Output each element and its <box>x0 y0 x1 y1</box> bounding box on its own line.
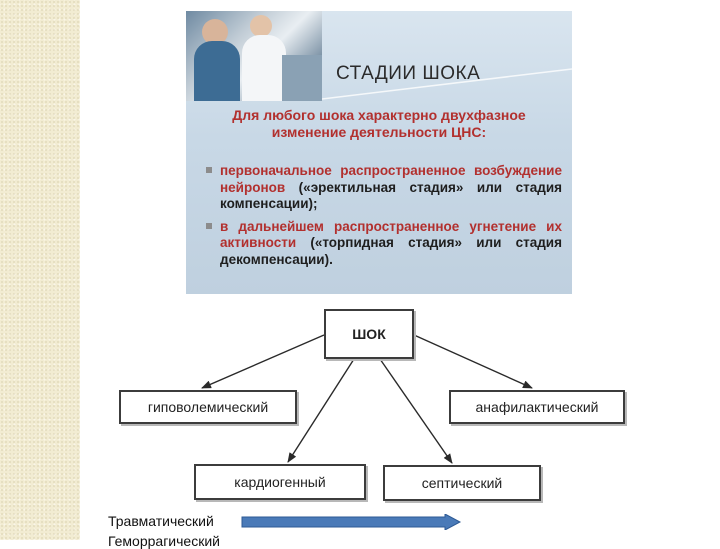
blue-arrow-icon <box>241 514 462 530</box>
slide-image: СТАДИИ ШОКА Для любого шока характерно д… <box>186 11 572 294</box>
bullet-square-icon <box>206 222 212 229</box>
decorative-line <box>322 68 572 100</box>
node-cardiogenic: кардиогенный <box>194 464 366 500</box>
edge-to-anaphylactic <box>413 334 533 389</box>
edge-to-hypovolemic <box>201 334 325 389</box>
node-hypovolemic: гиповолемический <box>119 390 297 424</box>
caption-traumatic: Травматический <box>108 513 214 529</box>
slide-intro: Для любого шока характерно двухфазное из… <box>232 107 526 140</box>
decorative-side-strip <box>0 0 80 540</box>
slide-title: СТАДИИ ШОКА <box>336 63 481 84</box>
edge-to-cardiogenic <box>287 358 355 463</box>
node-septic: септический <box>383 465 541 501</box>
edge-to-septic <box>379 358 453 464</box>
caption-hemorrhagic: Геморрагический <box>108 533 220 549</box>
medical-team-photo <box>186 11 322 101</box>
node-shock: ШОК <box>324 309 414 359</box>
bullet-item: в дальнейшем распространенное угнетение … <box>206 219 562 269</box>
node-anaphylactic: анафилактический <box>449 390 625 424</box>
bullet-square-icon <box>206 167 212 173</box>
bullet-item: первоначальное распространенное возбужде… <box>206 163 562 213</box>
slide-bullet-list: первоначальное распространенное возбужде… <box>206 163 562 274</box>
